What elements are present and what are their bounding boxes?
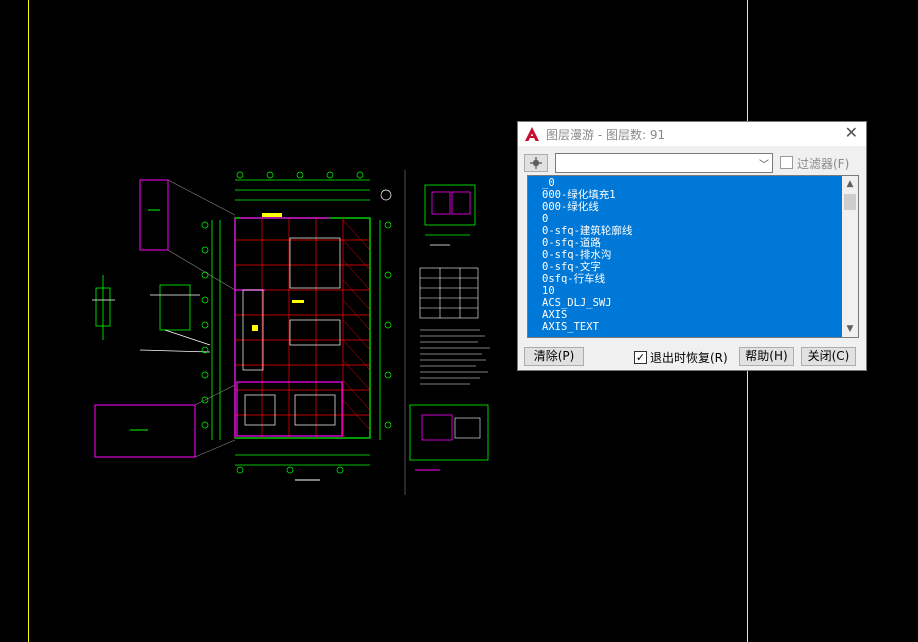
list-item[interactable]: 0-sfq-排水沟 [542, 249, 612, 261]
layer-walk-dialog: 图层漫游 - 图层数: 91 ✕ ﹀ 过滤器(F) _0 000-绿化填充1 0… [517, 121, 867, 371]
list-item[interactable]: 10 [542, 285, 555, 297]
scroll-down-icon[interactable]: ▼ [846, 324, 854, 334]
list-item[interactable]: _0 [542, 177, 555, 189]
scrollbar-thumb[interactable] [844, 194, 856, 210]
layer-list-items: _0 000-绿化填充1 000-绿化线 0 0-sfq-建筑轮廓线 0-sfq… [542, 177, 842, 333]
restore-on-exit-label: 退出时恢复(R) [650, 351, 728, 365]
list-item[interactable]: 0sfq-行车线 [542, 273, 606, 285]
help-button[interactable]: 帮助(H) [739, 347, 794, 366]
list-item[interactable]: 000-绿化线 [542, 201, 599, 213]
detail-box-top-left [139, 179, 236, 291]
main-floor-plan [201, 170, 406, 495]
dialog-title: 图层漫游 - 图层数: 91 [546, 127, 666, 142]
detail-box-bottom-left [94, 384, 236, 458]
list-item[interactable]: 0-sfq-建筑轮廓线 [542, 225, 633, 237]
list-item[interactable]: 0-sfq-道路 [542, 237, 601, 249]
list-item[interactable]: 000-绿化填充1 [542, 189, 616, 201]
close-icon[interactable]: ✕ [844, 123, 858, 142]
clear-button[interactable]: 清除(P) [524, 347, 584, 366]
section-detail-left [92, 275, 211, 353]
dialog-titlebar[interactable]: 图层漫游 - 图层数: 91 ✕ [518, 122, 866, 146]
notes-text-block [420, 329, 490, 385]
layer-list[interactable]: _0 000-绿化填充1 000-绿化线 0 0-sfq-建筑轮廓线 0-sfq… [527, 175, 859, 338]
list-item[interactable]: AXIS_TEXT [542, 321, 599, 333]
detail-plan-top-right [424, 184, 476, 246]
close-button[interactable]: 关闭(C) [801, 347, 856, 366]
list-scrollbar[interactable]: ▲ ▼ [842, 176, 858, 337]
list-item[interactable]: AXIS [542, 309, 568, 321]
restore-on-exit-checkbox[interactable]: ✓ [634, 351, 647, 364]
scroll-up-icon[interactable]: ▲ [846, 179, 854, 189]
schedule-table [419, 267, 479, 319]
crosshair-icon [530, 157, 542, 169]
drawing-limit-left [28, 0, 29, 642]
list-item[interactable]: 0 [542, 213, 549, 225]
list-item[interactable]: ACS_DLJ_SWJ [542, 297, 612, 309]
filter-label: 过滤器(F) [797, 157, 850, 171]
layer-filter-combo[interactable]: ﹀ [555, 153, 773, 173]
chevron-down-icon[interactable]: ﹀ [759, 160, 769, 171]
autocad-logo-icon [525, 127, 539, 141]
site-plan-bottom-right [409, 404, 489, 471]
list-item[interactable]: 0-sfq-文字 [542, 261, 601, 273]
dialog-toolbar: ﹀ 过滤器(F) [524, 153, 860, 173]
filter-checkbox[interactable] [780, 156, 793, 169]
select-objects-button[interactable] [524, 154, 548, 172]
